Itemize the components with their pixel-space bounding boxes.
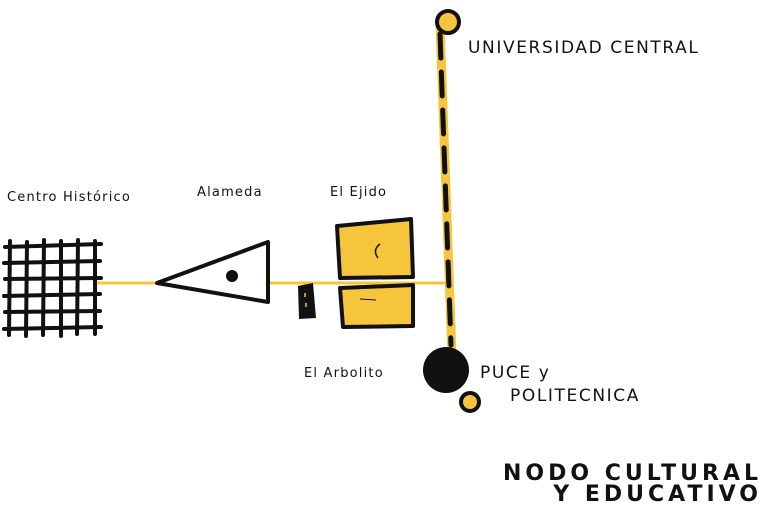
puce-node — [423, 347, 469, 393]
universidad-central-node — [435, 9, 461, 35]
vertical-avenue — [435, 19, 457, 361]
label-alameda: Alameda — [197, 185, 263, 200]
label-centro-historico: Centro Histórico — [7, 190, 132, 205]
diagram-title: NODO CULTURAL Y EDUCATIVO — [503, 461, 762, 507]
el-arbolito-block-icon — [298, 283, 316, 319]
centro-historico-grid-icon — [2, 238, 103, 338]
label-politecnica: POLITECNICA — [510, 386, 640, 406]
label-el-arbolito: El Arbolito — [304, 366, 384, 381]
politecnica-node — [459, 391, 481, 413]
el-ejido-park-icon — [335, 217, 415, 329]
label-puce: PUCE y — [480, 363, 551, 383]
diagram-title-line1: NODO CULTURAL — [503, 461, 762, 486]
label-universidad-central: UNIVERSIDAD CENTRAL — [468, 38, 700, 58]
alameda-triangle-icon — [155, 240, 270, 304]
diagram-title-line2: Y EDUCATIVO — [553, 482, 762, 507]
label-el-ejido: El Ejido — [330, 185, 388, 200]
